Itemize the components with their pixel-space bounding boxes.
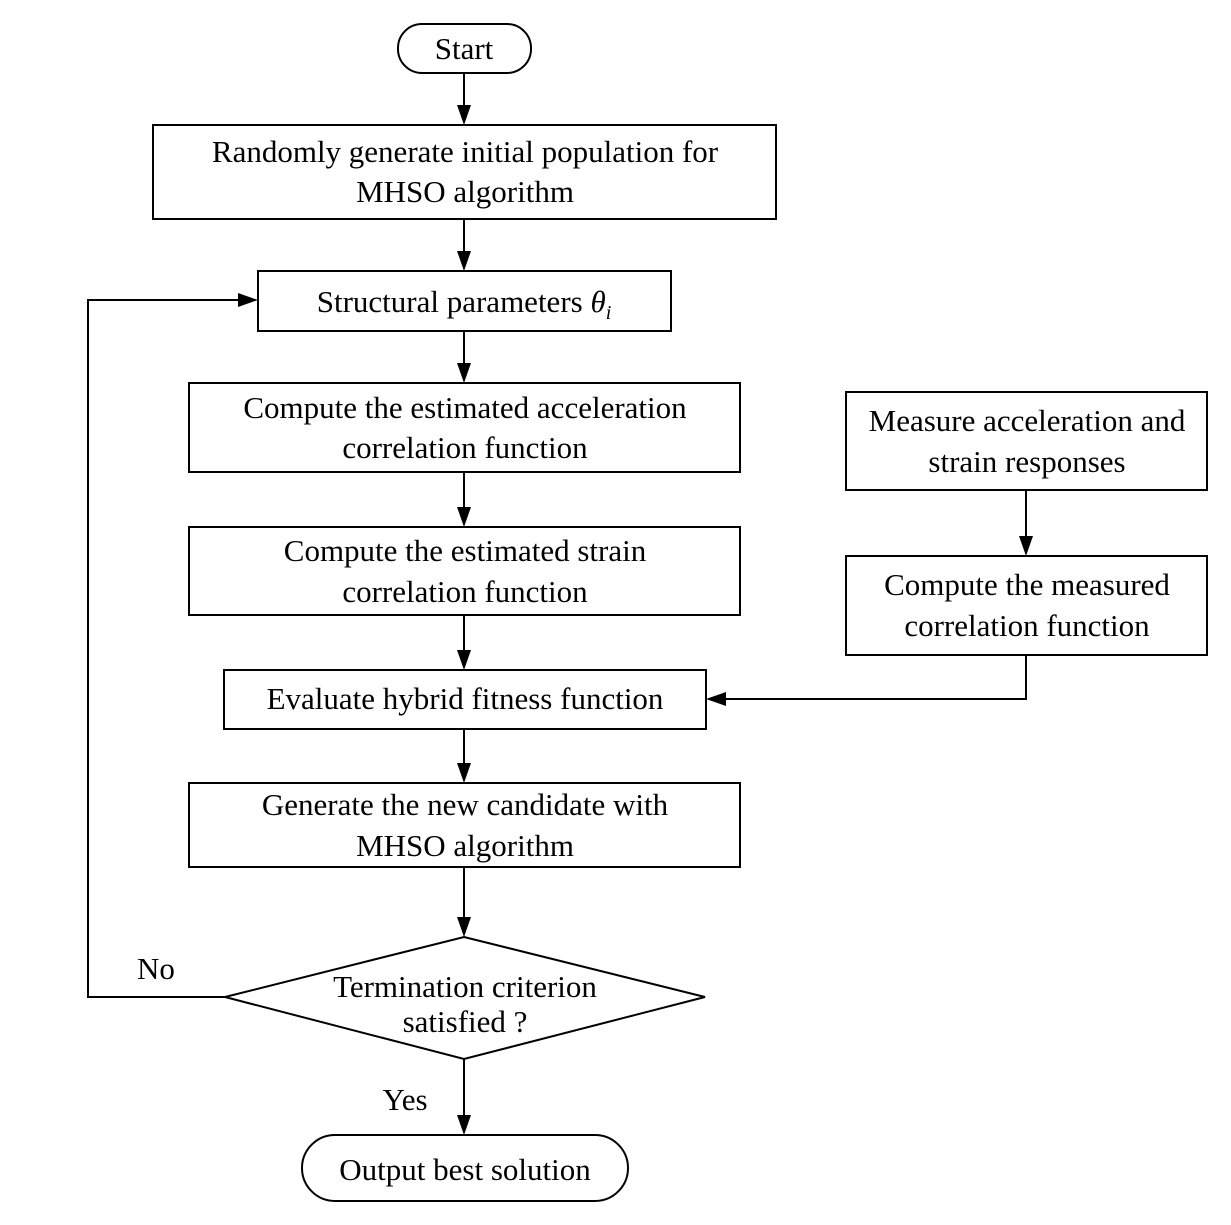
init-population-line2: MHSO algorithm [356,174,574,209]
measured-correlation-line2: correlation function [904,608,1150,643]
arrow-measured-to-evaluate [726,655,1027,700]
yes-branch-label: Yes [382,1082,427,1117]
no-branch-label: No [137,951,175,986]
measure-responses-box: Measure acceleration and strain response… [845,391,1208,491]
measured-correlation-box: Compute the measured correlation functio… [845,555,1208,656]
arrow-no-loop [87,299,238,998]
estimated-acceleration-line1: Compute the estimated acceleration [243,390,687,425]
termination-decision-line2: satisfied ? [403,1004,528,1039]
termination-decision-line1: Termination criterion [333,969,597,1004]
generate-candidate-line2: MHSO algorithm [356,828,574,863]
init-population-box: Randomly generate initial population for… [152,124,777,220]
estimated-acceleration-line2: correlation function [342,430,588,465]
structural-parameters-label: Structural parameters θi [317,284,612,324]
theta-subscript: i [606,302,612,324]
end-node: Output best solution [301,1134,629,1202]
end-label: Output best solution [339,1152,591,1187]
structural-parameters-box: Structural parameters θi [257,270,672,332]
generate-candidate-box: Generate the new candidate with MHSO alg… [188,782,741,868]
estimated-strain-line1: Compute the estimated strain [284,533,647,568]
measured-correlation-line1: Compute the measured [884,567,1170,602]
theta-symbol: θ [590,284,605,319]
start-label: Start [435,31,494,66]
estimated-strain-line2: correlation function [342,574,588,609]
structural-parameters-text: Structural parameters [317,284,591,319]
start-node: Start [397,23,532,74]
termination-decision: Termination criterion satisfied ? [224,935,706,1061]
measure-responses-line2: strain responses [928,444,1125,479]
measure-responses-line1: Measure acceleration and [869,403,1186,438]
generate-candidate-line1: Generate the new candidate with [262,787,669,822]
estimated-strain-box: Compute the estimated strain correlation… [188,526,741,616]
evaluate-fitness-label: Evaluate hybrid fitness function [267,681,664,716]
evaluate-fitness-box: Evaluate hybrid fitness function [223,669,707,730]
init-population-line1: Randomly generate initial population for [212,134,719,169]
connectors [87,73,1033,1135]
estimated-acceleration-box: Compute the estimated acceleration corre… [188,382,741,473]
